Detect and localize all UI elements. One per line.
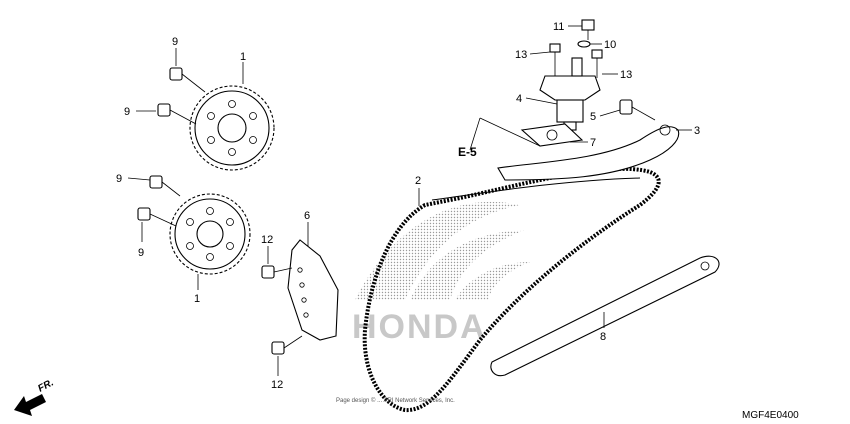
front-direction-arrow: FR.: [14, 377, 56, 416]
callout-8: 8: [600, 331, 606, 343]
callout-12-a: 12: [261, 234, 273, 246]
direction-label: FR.: [36, 377, 55, 394]
callouts: 9 1 9 9 9 1 6 12 12 2 11 10 13 13 4 5 3 …: [116, 21, 700, 391]
honda-wing-watermark: HONDA: [352, 201, 530, 346]
callout-6: 6: [304, 210, 310, 222]
callout-4: 4: [516, 93, 522, 105]
callout-13-b: 13: [620, 69, 632, 81]
callout-1-a: 1: [240, 51, 246, 63]
callout-9-b: 9: [124, 106, 130, 118]
cam-sprocket-lower: [169, 193, 251, 275]
callout-5: 5: [590, 111, 596, 123]
callout-10: 10: [604, 39, 616, 51]
chain-guide: [490, 255, 720, 377]
callout-7: 7: [590, 137, 596, 149]
callout-9-a: 9: [172, 36, 178, 48]
callout-2: 2: [415, 175, 421, 187]
chain-guide-bracket: [261, 239, 339, 355]
tensioner-lifter: [539, 57, 601, 131]
callout-13-a: 13: [515, 49, 527, 61]
callout-12-b: 12: [271, 379, 283, 391]
copyright-text: Page design © ... ARI Network Services, …: [336, 397, 455, 404]
callout-1-b: 1: [194, 293, 200, 305]
callout-11: 11: [553, 21, 564, 33]
reference-pointer: E-5: [458, 117, 541, 159]
callout-9-d: 9: [138, 247, 144, 259]
watermark-text: HONDA: [352, 308, 487, 346]
cam-sprocket-upper: [189, 85, 275, 171]
callout-3: 3: [694, 125, 700, 137]
tensioner-gasket: [520, 123, 584, 147]
sprocket-bolts: [137, 67, 206, 227]
callout-9-c: 9: [116, 173, 122, 185]
reference-label: E-5: [458, 145, 477, 159]
tensioner-hardware: [549, 19, 656, 121]
diagram-code: MGF4E0400: [742, 410, 799, 421]
